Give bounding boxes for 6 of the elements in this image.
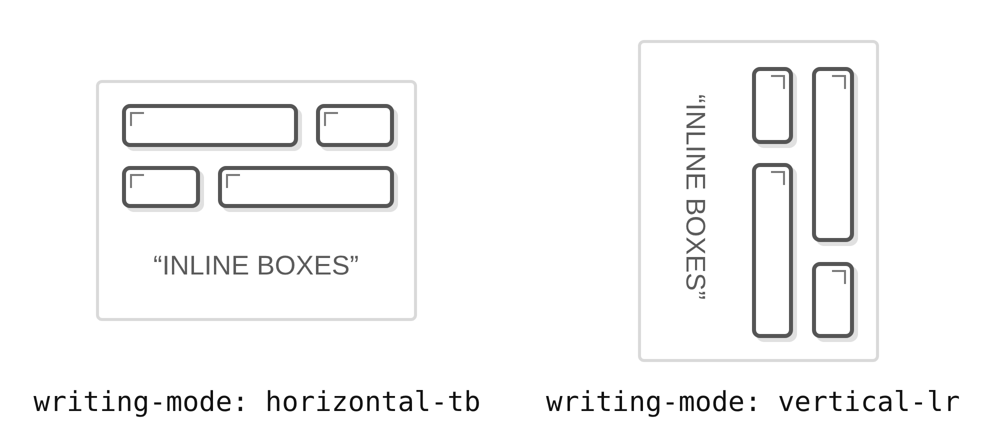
- code-caption: writing-mode: vertical-lr: [546, 389, 960, 416]
- layout-panel: [96, 80, 417, 321]
- panel-label: “INLINE BOXES”: [153, 252, 359, 280]
- code-caption: writing-mode: horizontal-tb: [33, 389, 481, 416]
- layout-panel: [638, 40, 879, 362]
- panel-label: “INLINE BOXES”: [682, 94, 708, 300]
